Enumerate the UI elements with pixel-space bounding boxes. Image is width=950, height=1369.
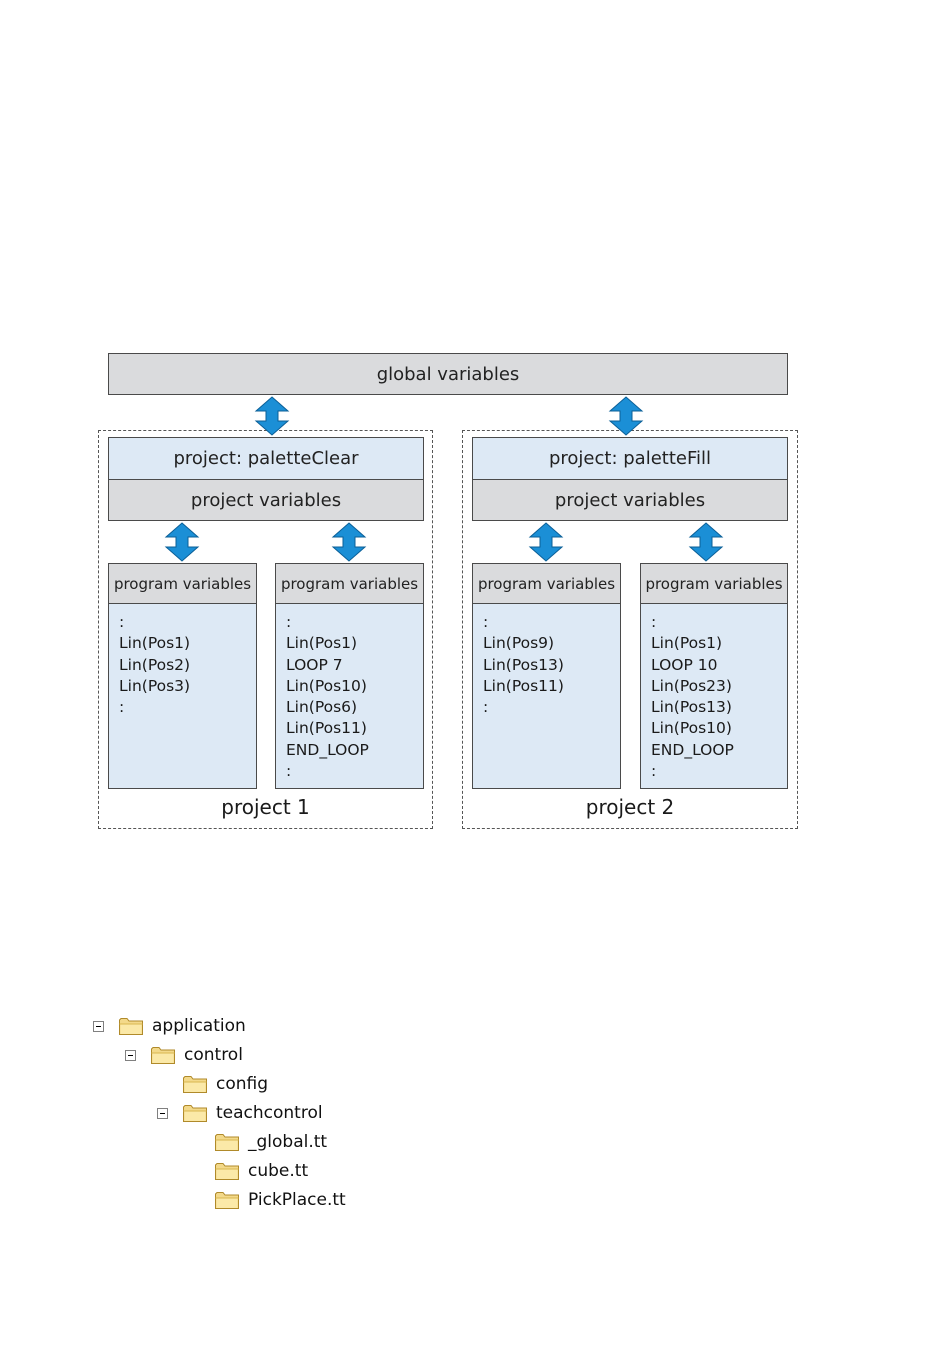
project-1-container: [98, 430, 433, 829]
folder-icon: [183, 1076, 207, 1093]
project-2-title: project: paletteFill: [548, 448, 712, 469]
tree-item-application[interactable]: application: [93, 1014, 246, 1038]
project-1-title: project: paletteClear: [173, 448, 359, 469]
project-2-caption: project 2: [585, 795, 675, 819]
collapse-toggle-icon[interactable]: [125, 1049, 136, 1061]
code-line: Lin(Pos3): [119, 676, 191, 695]
tree-label: application: [152, 1016, 246, 1036]
tree-item-teachcontrol[interactable]: teachcontrol: [157, 1101, 323, 1125]
arrow-project2-program2b-icon: [688, 522, 724, 562]
code-line: Lin(Pos13): [651, 698, 732, 717]
code-line: Lin(Pos2): [119, 655, 191, 674]
tree-item-global-tt[interactable]: _global.tt: [189, 1130, 327, 1154]
collapse-toggle-icon[interactable]: [157, 1107, 168, 1119]
tree-label: _global.tt: [248, 1132, 328, 1152]
code-line: LOOP 7: [286, 655, 343, 674]
folder-icon: [215, 1192, 239, 1209]
code-line: :: [483, 698, 489, 717]
program-2a-header: program variables: [472, 563, 621, 604]
program-2b-body: : Lin(Pos1) LOOP 10 Lin(Pos23) Lin(Pos13…: [640, 604, 788, 789]
program-2a-header-label: program variables: [477, 574, 616, 593]
arrow-project1-program1a-icon: [164, 522, 200, 562]
code-line: END_LOOP: [286, 740, 369, 759]
collapse-toggle-icon[interactable]: [93, 1020, 104, 1032]
program-1b-header-label: program variables: [280, 574, 419, 593]
tree-label: PickPlace.tt: [248, 1190, 346, 1210]
project-1-variables-bar: project variables: [108, 479, 424, 521]
code-line: :: [483, 613, 489, 631]
code-line: :: [286, 762, 292, 781]
program-1a-header: program variables: [108, 563, 257, 604]
code-line: Lin(Pos9): [483, 634, 555, 653]
tree-label: control: [184, 1045, 243, 1065]
code-line: Lin(Pos6): [286, 698, 358, 717]
tree-item-control[interactable]: control: [125, 1043, 243, 1067]
program-1b-header: program variables: [275, 563, 424, 604]
tree-label: teachcontrol: [216, 1103, 323, 1123]
code-line: Lin(Pos10): [286, 676, 367, 695]
code-line: Lin(Pos1): [119, 634, 191, 653]
global-variables-bar: global variables: [108, 353, 788, 395]
program-2b-header-label: program variables: [645, 574, 783, 593]
folder-icon: [151, 1047, 175, 1064]
code-line: Lin(Pos10): [651, 719, 732, 738]
program-1a-header-label: program variables: [113, 574, 252, 593]
tree-label: cube.tt: [248, 1161, 309, 1181]
code-line: Lin(Pos1): [286, 634, 358, 653]
program-2b-header: program variables: [640, 563, 788, 604]
project-2-variables-bar: project variables: [472, 479, 788, 521]
tree-label: config: [216, 1074, 269, 1094]
program-1a-body: : Lin(Pos1) Lin(Pos2) Lin(Pos3) :: [108, 604, 257, 789]
code-line: :: [119, 613, 125, 631]
program-2a-body: : Lin(Pos9) Lin(Pos13) Lin(Pos11) :: [472, 604, 621, 789]
code-line: :: [286, 613, 292, 631]
code-line: LOOP 10: [651, 655, 718, 674]
code-line: Lin(Pos23): [651, 676, 732, 695]
project-1-caption: project 1: [221, 795, 310, 819]
arrow-global-project2-icon: [608, 396, 644, 436]
folder-icon: [183, 1105, 207, 1122]
folder-icon: [215, 1134, 239, 1151]
project-1-variables-label: project variables: [190, 489, 342, 511]
folder-icon: [215, 1163, 239, 1180]
code-line: :: [119, 698, 125, 717]
project-2-variables-label: project variables: [554, 489, 706, 511]
tree-item-cube-tt[interactable]: cube.tt: [189, 1159, 308, 1183]
project-2-title-bar: project: paletteFill: [472, 437, 788, 480]
code-line: END_LOOP: [651, 740, 734, 759]
arrow-project2-program2a-icon: [528, 522, 564, 562]
folder-icon: [119, 1018, 143, 1035]
code-line: Lin(Pos13): [483, 655, 564, 674]
tree-item-config[interactable]: config: [157, 1072, 268, 1096]
arrow-project1-program1b-icon: [331, 522, 367, 562]
code-line: Lin(Pos11): [286, 719, 367, 738]
code-line: Lin(Pos11): [483, 676, 564, 695]
global-variables-label: global variables: [376, 363, 520, 385]
project-1-title-bar: project: paletteClear: [108, 437, 424, 480]
code-line: :: [651, 613, 657, 631]
tree-item-pickplace-tt[interactable]: PickPlace.tt: [189, 1188, 346, 1212]
arrow-global-project1-icon: [254, 396, 290, 436]
code-line: :: [651, 762, 657, 781]
program-1b-body: : Lin(Pos1) LOOP 7 Lin(Pos10) Lin(Pos6) …: [275, 604, 424, 789]
code-line: Lin(Pos1): [651, 634, 723, 653]
